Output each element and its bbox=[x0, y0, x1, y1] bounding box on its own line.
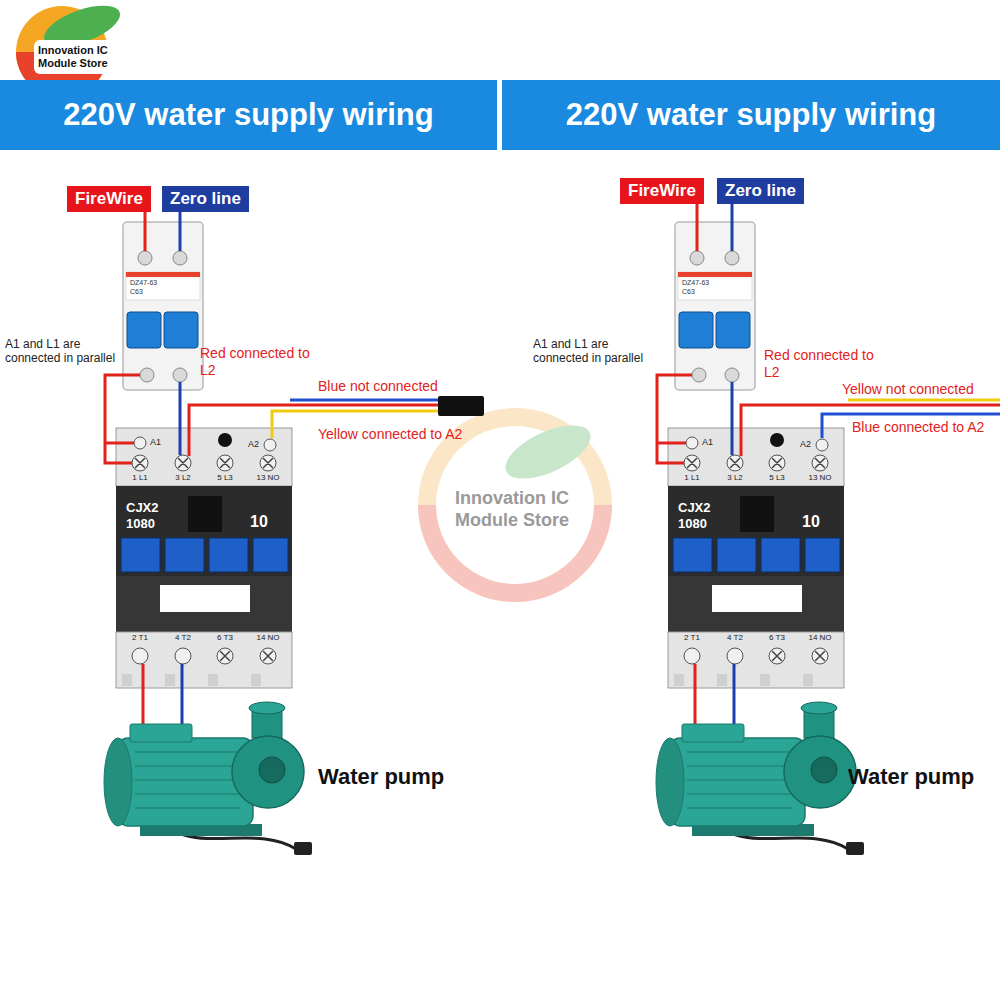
terminal-name: 3 L2 bbox=[175, 473, 191, 483]
node-text: 220V water supply wiring bbox=[566, 96, 936, 133]
terminal-name: A1 bbox=[702, 437, 713, 448]
terminal-name: A2 bbox=[800, 439, 811, 450]
title-band: 220V water supply wiring bbox=[502, 80, 1000, 150]
terminal-name: 6 T3 bbox=[217, 633, 233, 643]
terminal-name: 1 L1 bbox=[684, 473, 700, 483]
zero-line-tag: Zero line bbox=[162, 186, 249, 212]
terminal-name: 13 NO bbox=[808, 473, 831, 483]
watermark-text: Innovation IC Module Store bbox=[455, 488, 595, 531]
terminal-name: A1 bbox=[150, 437, 161, 448]
terminal-name: 6 T3 bbox=[769, 633, 785, 643]
note-text: Yellow not connected bbox=[842, 381, 974, 398]
breaker-rating: C63 bbox=[130, 288, 143, 296]
note-text: A1 and L1 are connected in parallel bbox=[5, 337, 127, 366]
note-text: Yellow connected to A2 bbox=[318, 426, 462, 443]
terminal-name: 14 NO bbox=[256, 633, 279, 643]
right-rig bbox=[656, 222, 864, 855]
terminal-name: 5 L3 bbox=[217, 473, 233, 483]
breaker-model: DZ47-63 bbox=[130, 279, 157, 287]
note-text: A1 and L1 are connected in parallel bbox=[533, 337, 655, 366]
part-name: Water pump bbox=[318, 764, 444, 790]
red-float-wire bbox=[741, 405, 1000, 456]
note-text: Blue connected to A2 bbox=[852, 419, 984, 436]
contactor-model: CJX2 1080 bbox=[126, 500, 172, 531]
zero-line-tag: Zero line bbox=[717, 178, 804, 204]
terminal-name: 13 NO bbox=[256, 473, 279, 483]
breaker-rating: C63 bbox=[682, 288, 695, 296]
terminal-name: 4 T2 bbox=[727, 633, 743, 643]
blue-float-wire bbox=[290, 399, 440, 402]
terminal-name: 14 NO bbox=[808, 633, 831, 643]
cable-sleeve bbox=[438, 396, 484, 416]
store-logo-text: Innovation IC Module Store bbox=[38, 44, 122, 70]
left-rig bbox=[104, 222, 312, 855]
breaker-model: DZ47-63 bbox=[682, 279, 709, 287]
note-text: Red connected to L2 bbox=[764, 347, 874, 381]
terminal-name: 3 L2 bbox=[727, 473, 743, 483]
node-text: Zero line bbox=[170, 189, 241, 209]
note-text: Blue not connected bbox=[318, 378, 438, 395]
part-name: Water pump bbox=[848, 764, 974, 790]
contactor-rating: 10 bbox=[250, 512, 268, 531]
logo-text-plate bbox=[34, 40, 124, 74]
fire-wire-tag: FireWire bbox=[620, 178, 704, 204]
fire-wire-tag: FireWire bbox=[67, 186, 151, 212]
watermark-leaf bbox=[498, 414, 598, 489]
terminal-name: 4 T2 bbox=[175, 633, 191, 643]
terminal-name: 2 T1 bbox=[132, 633, 148, 643]
contactor-model: CJX2 1080 bbox=[678, 500, 724, 531]
terminal-name: 1 L1 bbox=[132, 473, 148, 483]
blue-float-wire bbox=[822, 414, 1000, 438]
node-text: FireWire bbox=[628, 181, 696, 201]
note-text: Red connected to L2 bbox=[200, 345, 310, 379]
terminal-name: A2 bbox=[248, 439, 259, 450]
terminal-name: 5 L3 bbox=[769, 473, 785, 483]
node-text: Zero line bbox=[725, 181, 796, 201]
title-band: 220V water supply wiring bbox=[0, 80, 497, 150]
terminal-name: 2 T1 bbox=[684, 633, 700, 643]
node-text: FireWire bbox=[75, 189, 143, 209]
contactor-rating: 10 bbox=[802, 512, 820, 531]
node-text: 220V water supply wiring bbox=[63, 96, 433, 133]
yellow-float-wire bbox=[848, 399, 1000, 402]
